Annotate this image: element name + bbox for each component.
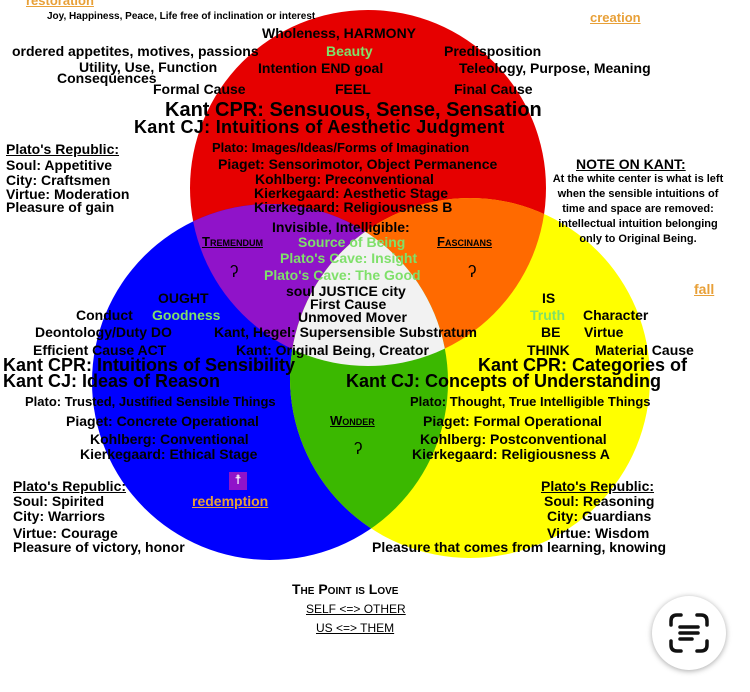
- plato-pleasure-gain: Pleasure of gain: [6, 199, 115, 215]
- supersensible-label: Kant, Hegel: Supersensible Substratum: [214, 324, 477, 340]
- footer-self-other: SELF <=> OTHER: [306, 602, 406, 616]
- plato-city-craftsmen: City: Craftsmen: [6, 172, 111, 188]
- kant-cj-aesthetic: Kant CJ: Intuitions of Aesthetic Judgmen…: [134, 117, 505, 137]
- creation-label: creation: [590, 10, 641, 25]
- ordered-appetites-label: ordered appetites, motives, passions: [12, 43, 259, 59]
- source-of-being-label: Source of Being: [298, 234, 406, 250]
- plato-city-warriors: City: Warriors: [13, 508, 106, 524]
- plato-virtue-moderation: Virtue: Moderation: [6, 186, 130, 202]
- ought-label: OUGHT: [158, 290, 209, 306]
- piaget-concrete: Piaget: Concrete Operational: [66, 413, 259, 429]
- kant-cpr-sensibility: Kant CPR: Intuitions of Sensibility: [3, 355, 295, 375]
- cave-good-label: Plato's Cave: The Good: [264, 267, 421, 283]
- note-body: At the white center is what is left when…: [552, 173, 724, 245]
- predisposition-label: Predisposition: [444, 43, 542, 59]
- goodness-label: Goodness: [152, 307, 221, 323]
- restoration-label: restoration: [26, 0, 94, 8]
- virtue-label: Virtue: [584, 324, 624, 340]
- fascinans-label: Fascinans: [437, 234, 492, 249]
- formal-cause-label: Formal Cause: [153, 81, 246, 97]
- efficient-cause-label: Efficient Cause ACT: [33, 342, 167, 358]
- piaget-formal: Piaget: Formal Operational: [423, 413, 602, 429]
- teleology-label: Teleology, Purpose, Meaning: [459, 60, 651, 76]
- kierkegaard-religiousness-b: Kierkegaard: Religiousness B: [254, 199, 453, 215]
- note-heading: NOTE ON KANT:: [576, 156, 686, 172]
- plato-virtue-wisdom: Virtue: Wisdom: [547, 525, 650, 541]
- plato-pleasure-victory: Pleasure of victory, honor: [13, 539, 185, 555]
- plato-pleasure-learning: Pleasure that comes from learning, knowi…: [372, 539, 667, 555]
- is-label: IS: [542, 290, 556, 306]
- wholeness-label: Wholeness, HARMONY: [262, 25, 417, 41]
- kierkegaard-aesthetic: Kierkegaard: Aesthetic Stage: [254, 185, 448, 201]
- plato-republic-heading-left: Plato's Republic:: [13, 478, 127, 494]
- beauty-label: Beauty: [326, 43, 373, 59]
- kant-cj-understanding: Kant CJ: Concepts of Understanding: [346, 371, 662, 391]
- plato-city-guardians: City: Guardians: [547, 508, 652, 524]
- wonder-label: Wonder: [330, 413, 375, 428]
- glyph-bottom-icon: ʔ: [354, 439, 363, 458]
- kant-cj-reason: Kant CJ: Ideas of Reason: [3, 371, 221, 391]
- deontology-label: Deontology/Duty DO: [35, 324, 172, 340]
- glyph-left-icon: ʔ: [230, 262, 239, 281]
- conduct-label: Conduct: [76, 307, 133, 323]
- unmoved-mover-label: Unmoved Mover: [298, 309, 407, 325]
- original-being-label: Kant: Original Being, Creator: [236, 342, 429, 358]
- plato-republic-heading-top: Plato's Republic:: [6, 141, 120, 157]
- first-cause-label: First Cause: [310, 296, 387, 312]
- plato-soul-appetitive: Soul: Appetitive: [6, 157, 113, 173]
- character-label: Character: [583, 307, 649, 323]
- plato-soul-spirited: Soul: Spirited: [13, 493, 104, 509]
- feel-label: FEEL: [335, 81, 371, 97]
- kohlberg-postconventional: Kohlberg: Postconventional: [420, 431, 607, 447]
- material-cause-label: Material Cause: [595, 342, 694, 358]
- cave-insight-label: Plato's Cave: Insight: [280, 250, 418, 266]
- cross-icon: ☨: [229, 472, 247, 490]
- think-label: THINK: [527, 342, 570, 358]
- final-cause-label: Final Cause: [454, 81, 533, 97]
- plato-virtue-courage: Virtue: Courage: [13, 525, 118, 541]
- utility-label: Utility, Use, Function: [79, 59, 218, 75]
- intention-label: Intention END goal: [258, 60, 384, 76]
- tagline: Joy, Happiness, Peace, Life free of incl…: [47, 11, 316, 22]
- piaget-sensorimotor: Piaget: Sensorimotor, Object Permanence: [218, 156, 498, 172]
- plato-images-label: Plato: Images/Ideas/Forms of Imagination: [212, 140, 470, 155]
- center-overlap: [290, 204, 448, 366]
- kant-cpr-categories: Kant CPR: Categories of: [478, 355, 688, 375]
- be-label: BE: [541, 324, 561, 340]
- plato-soul-reasoning: Soul: Reasoning: [544, 493, 655, 509]
- soul-justice-label: soul JUSTICE city: [286, 283, 406, 299]
- text-scan-icon: [669, 613, 709, 653]
- kierkegaard-religiousness-a: Kierkegaard: Religiousness A: [412, 446, 610, 462]
- truth-label: Truth: [530, 307, 565, 323]
- tremendum-label: Tremendum: [202, 234, 263, 249]
- plato-republic-heading-right: Plato's Republic:: [541, 478, 655, 494]
- kierkegaard-ethical: Kierkegaard: Ethical Stage: [80, 446, 258, 462]
- kohlberg-preconventional: Kohlberg: Preconventional: [255, 171, 434, 187]
- fall-label: fall: [694, 281, 715, 297]
- plato-trusted-label: Plato: Trusted, Justified Sensible Thing…: [25, 394, 276, 409]
- plato-thought-label: Plato: Thought, True Intelligible Things: [410, 394, 651, 409]
- kohlberg-conventional: Kohlberg: Conventional: [90, 431, 249, 447]
- consequences-label: Consequences: [57, 70, 157, 86]
- kant-cpr-sensuous: Kant CPR: Sensuous, Sense, Sensation: [165, 99, 542, 121]
- footer-title: The Point is Love: [292, 581, 399, 597]
- redemption-label: redemption: [192, 493, 269, 509]
- footer-us-them: US <=> THEM: [316, 621, 395, 635]
- glyph-right-icon: ʔ: [468, 262, 477, 281]
- invisible-label: Invisible, Intelligible:: [272, 219, 410, 235]
- live-text-button[interactable]: [652, 596, 726, 670]
